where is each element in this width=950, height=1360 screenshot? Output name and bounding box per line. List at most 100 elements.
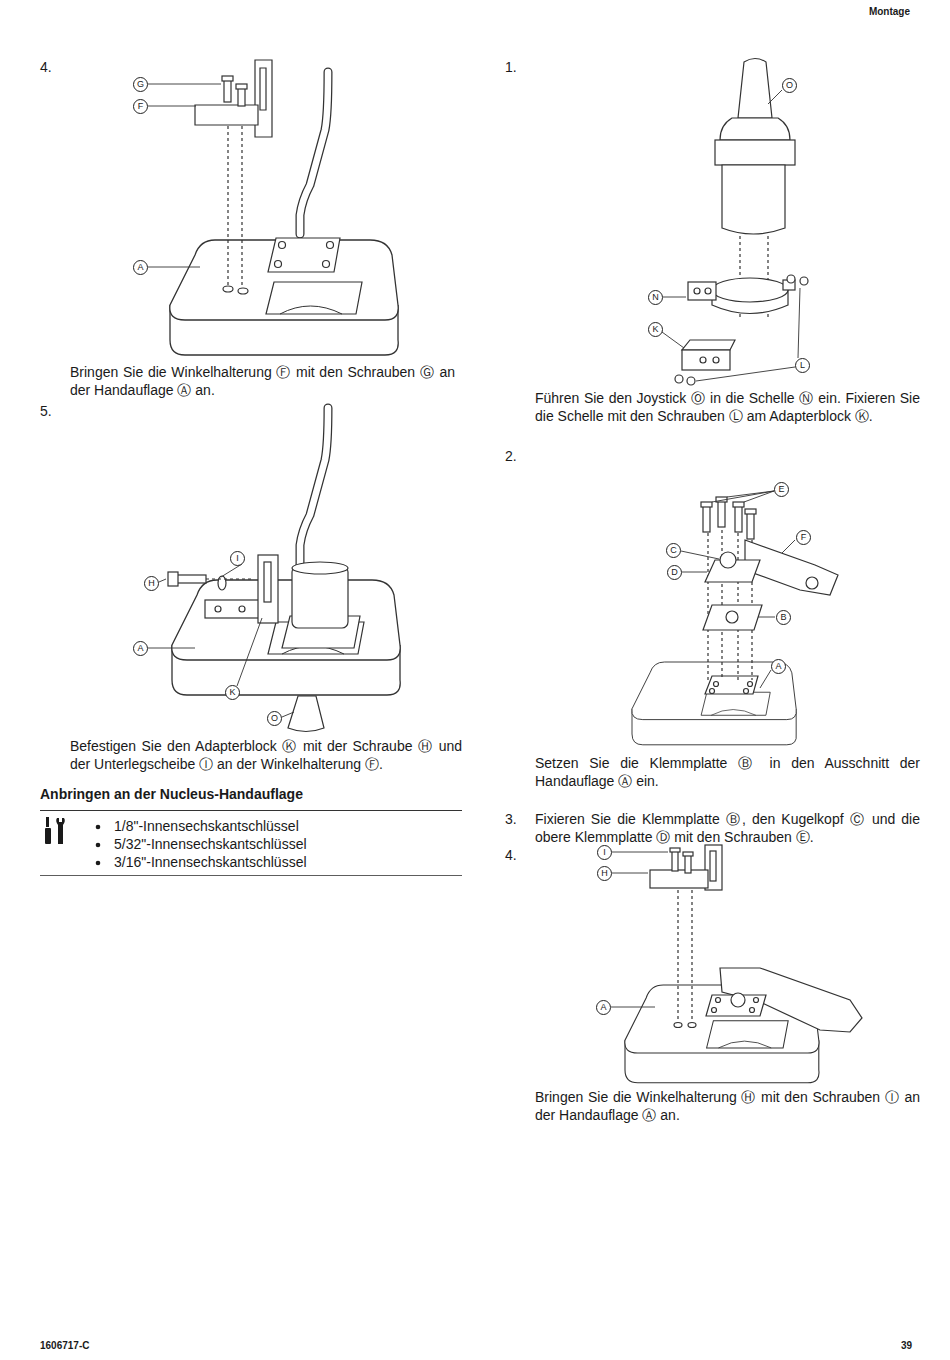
callout-letter: I (230, 551, 245, 566)
callout-letter: N (648, 290, 663, 305)
handrest-figure (292, 566, 348, 628)
clamp-figure (710, 689, 715, 694)
callout-letter: E (774, 482, 789, 497)
handrest-figure (258, 555, 278, 623)
joystick-figure (712, 278, 788, 302)
instruction-text: Setzen Sie die Klemmplatte Ⓑ in den Auss… (535, 754, 920, 790)
handrest-figure (716, 998, 721, 1003)
handrest-figure (712, 1008, 717, 1013)
joystick-figure (687, 377, 695, 385)
clamp-figure (632, 662, 796, 745)
handrest-figure (300, 408, 328, 566)
clamp-figure (806, 577, 818, 589)
handrest-figure (720, 968, 862, 1032)
joystick-figure (682, 350, 730, 370)
callout-letter: A (596, 1000, 611, 1015)
handrest-figure (710, 851, 716, 881)
handrest-figure (264, 562, 271, 602)
instruction-text: Bringen Sie die Winkelhalterung Ⓕ mit de… (70, 363, 455, 399)
joystick-figure (720, 118, 790, 140)
joystick-figure (713, 357, 719, 363)
handrest-figure (750, 1008, 755, 1013)
joystick-figure (722, 165, 785, 234)
callout-letter: O (782, 78, 797, 93)
clamp-figure (726, 611, 738, 623)
leader-line (611, 852, 668, 1007)
step-number: 1. (505, 58, 517, 76)
clamp-figure (747, 512, 754, 539)
page-meta: Montage (869, 6, 910, 18)
handrest-figure (236, 84, 247, 89)
handrest-figure (625, 845, 862, 1083)
handrest-figure (222, 76, 233, 81)
callout-letter: F (796, 530, 811, 545)
clamp-figure (748, 682, 753, 687)
joystick-figure (675, 59, 808, 386)
leader-line (148, 84, 221, 267)
handrest-figure (300, 408, 328, 566)
handrest-figure (279, 242, 286, 249)
handrest-figure (168, 572, 178, 586)
clamp-figure (744, 689, 749, 694)
bullet (96, 825, 101, 830)
handrest-figure (678, 890, 692, 1022)
section-heading: Anbringen an der Nucleus-Handauflage (40, 785, 303, 803)
handrest-figure (688, 1023, 696, 1028)
tool-item: 1/8"-Innensechskantschlüssel (114, 817, 299, 835)
handrest-figure (685, 855, 691, 873)
callout-letter: L (795, 358, 810, 373)
joystick-figure (738, 59, 772, 119)
clamp-figure (703, 605, 762, 630)
page-meta: 1606717-C (40, 1340, 89, 1352)
tool-icon (56, 818, 65, 844)
step-number: 5. (40, 402, 52, 420)
handrest-figure (176, 575, 206, 583)
tool-icon (45, 817, 65, 844)
joystick-figure (705, 288, 711, 294)
handrest-figure (672, 851, 678, 871)
clamp-figure (745, 540, 838, 595)
handrest-figure (650, 870, 708, 888)
callout-letter: A (771, 659, 786, 674)
instruction-text: Befestigen Sie den Adapterblock Ⓚ mit de… (70, 737, 462, 773)
callout-letter: K (225, 685, 240, 700)
table-rule (40, 810, 462, 811)
bullet (96, 843, 101, 848)
handrest-figure (754, 998, 759, 1003)
clamp-figure (745, 509, 756, 514)
handrest-figure (300, 72, 328, 234)
clamp-figure (720, 552, 736, 568)
joystick-figure (800, 277, 808, 285)
leader-line (662, 90, 800, 381)
step-number: 3. (505, 810, 517, 828)
handrest-figure (300, 72, 328, 234)
callout-letter: A (133, 641, 148, 656)
handrest-figure (215, 606, 221, 612)
tool-item: 5/32"-Innensechskantschlüssel (114, 835, 307, 853)
handrest-figure (172, 580, 400, 695)
handrest-figure (288, 696, 324, 732)
tool-item: 3/16"-Innensechskantschlüssel (114, 853, 307, 871)
tool-icon (46, 817, 49, 827)
page-meta: 39 (901, 1340, 912, 1352)
clamp-figure (703, 505, 710, 532)
callout-letter: C (666, 543, 681, 558)
step-number: 4. (40, 58, 52, 76)
handrest-figure (674, 1023, 682, 1028)
clamp-figure (733, 502, 744, 507)
callout-letter: G (133, 77, 148, 92)
handrest-figure (327, 242, 334, 249)
handrest-figure (223, 286, 233, 292)
clamp-figure (718, 500, 725, 527)
callout-letter: B (776, 610, 791, 625)
bullet (96, 825, 101, 866)
clamp-figure (735, 505, 742, 532)
instruction-text: Führen Sie den Joystick Ⓞ in die Schelle… (535, 389, 920, 425)
joystick-figure (694, 288, 700, 294)
handrest-figure (670, 848, 680, 852)
handrest-figure (170, 60, 398, 355)
handrest-figure (206, 578, 254, 579)
instruction-text: Bringen Sie die Winkelhalterung Ⓗ mit de… (535, 1088, 920, 1124)
